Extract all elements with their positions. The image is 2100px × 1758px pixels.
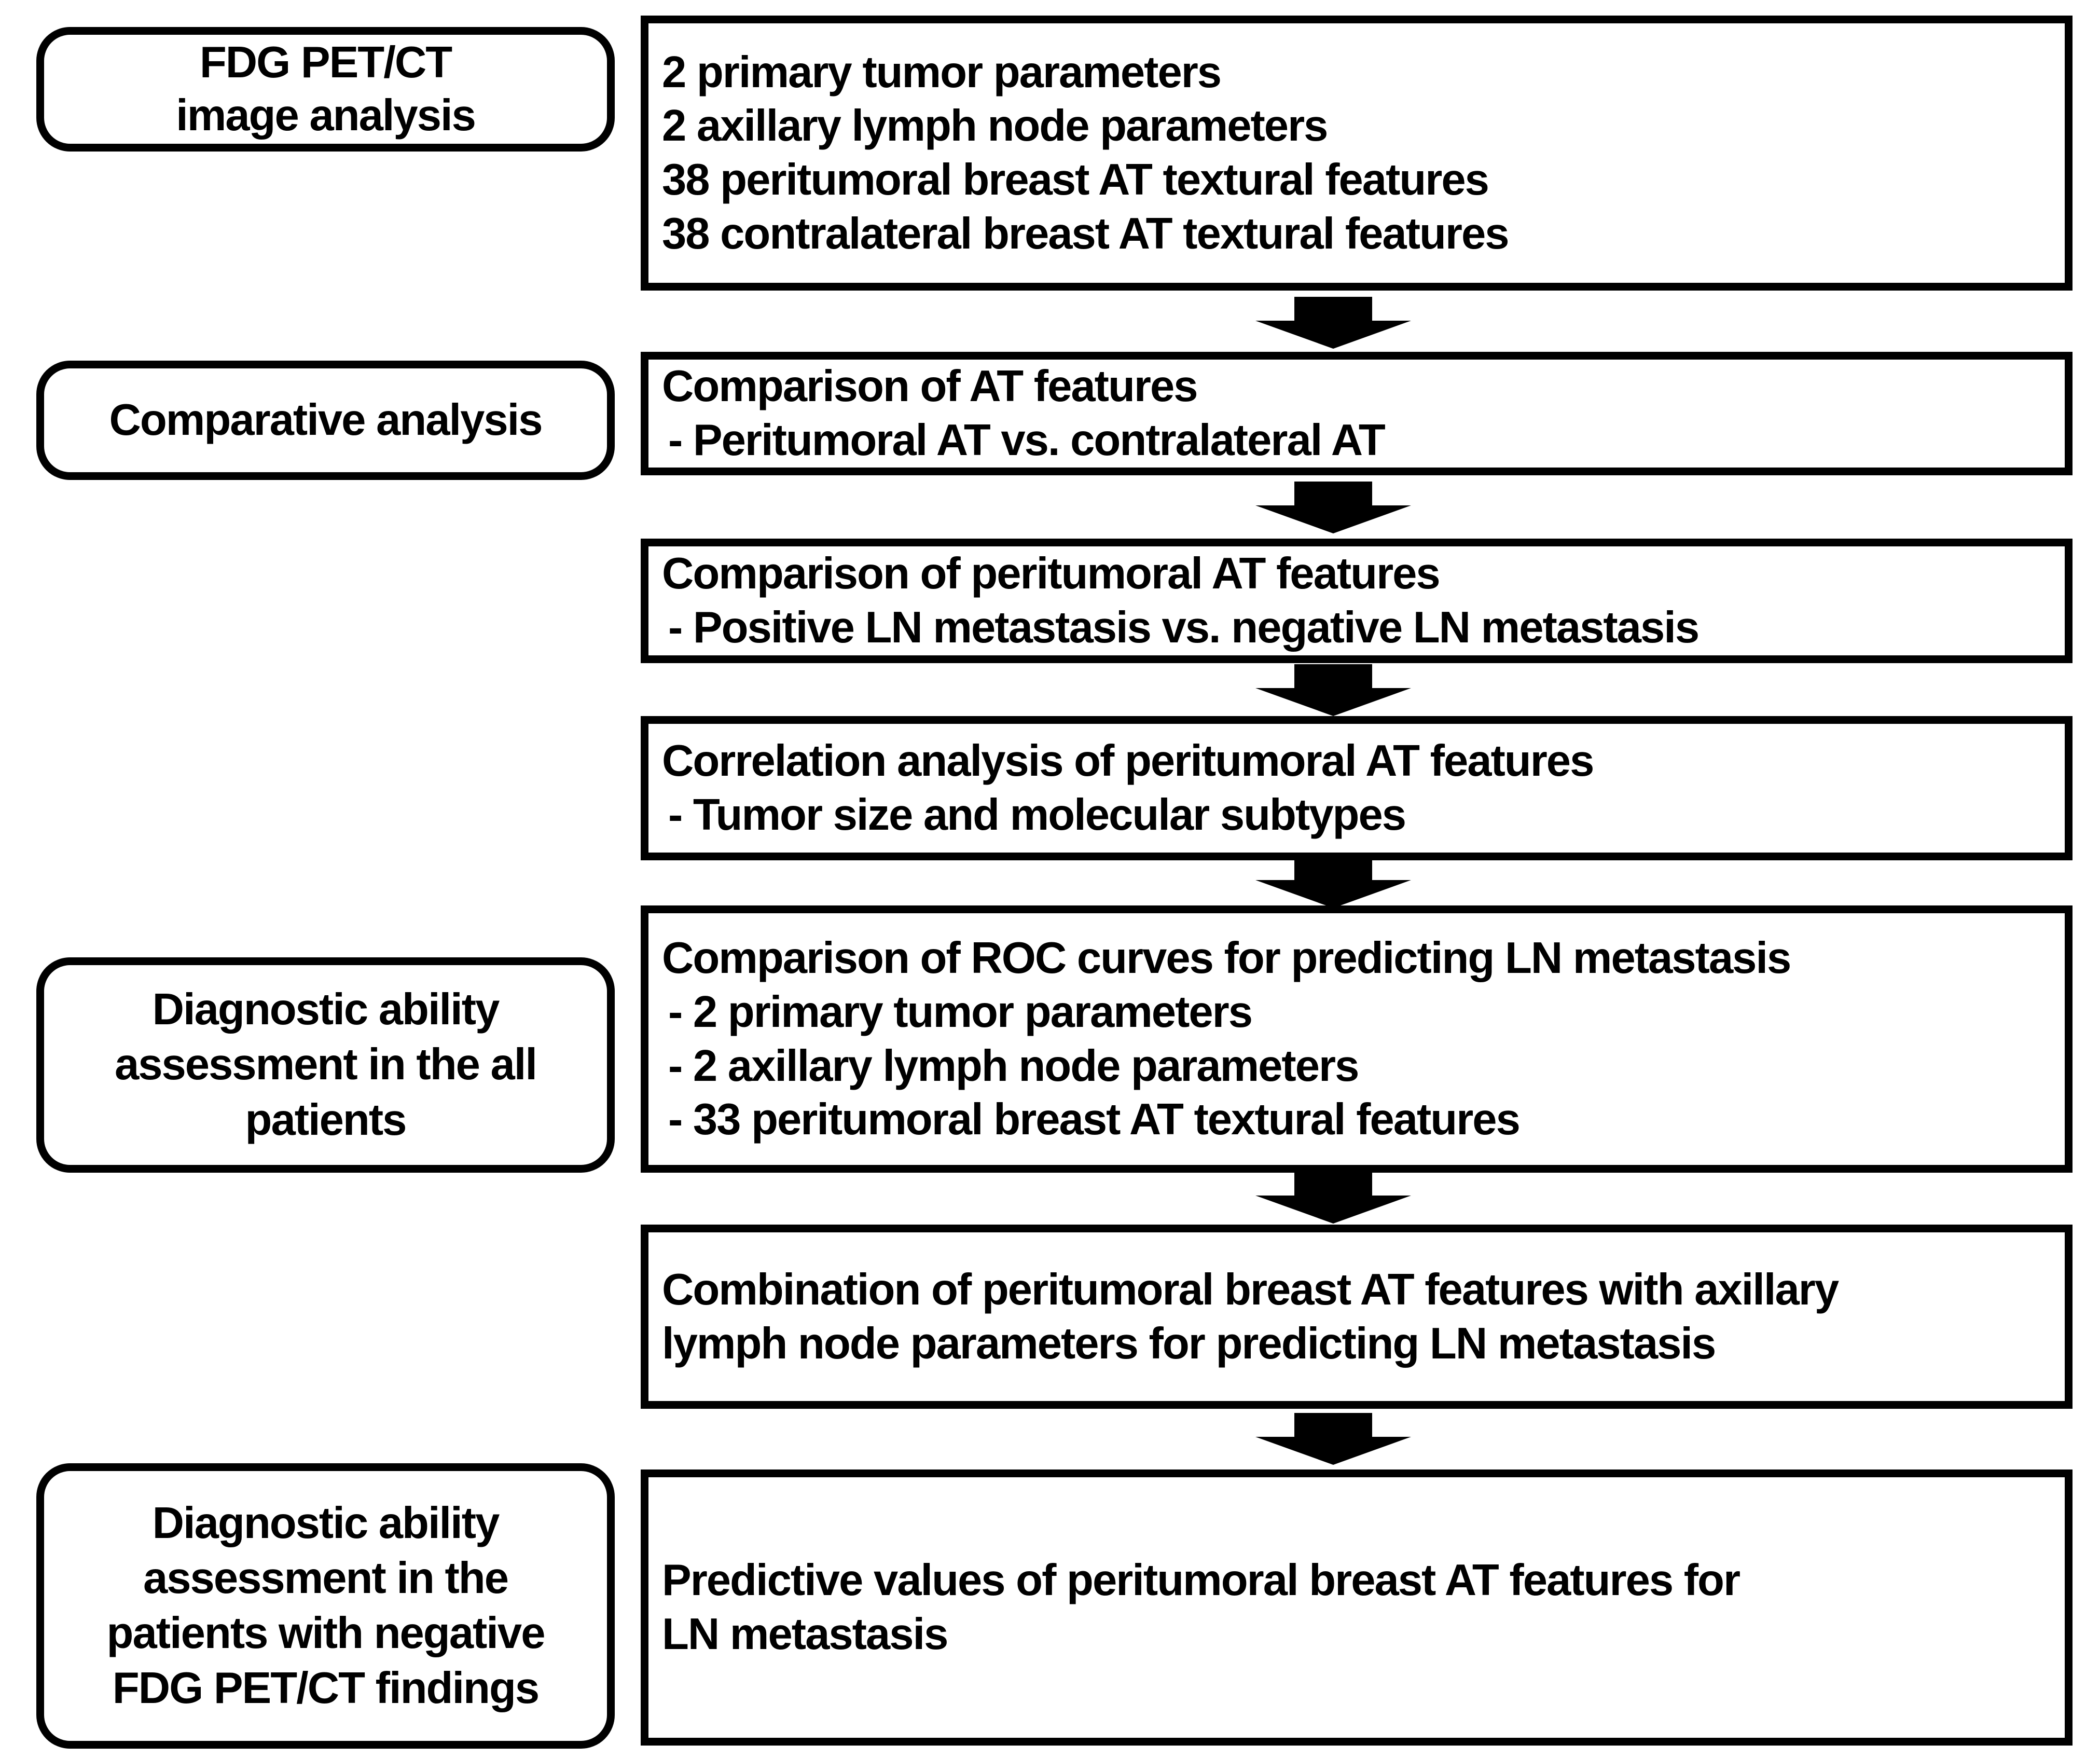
stage-text-line: FDG PET/CT findings [112, 1664, 540, 1713]
arrow-stem [1294, 856, 1372, 880]
down-arrow-6 [1255, 1413, 1411, 1465]
arrow-stem [1294, 1172, 1372, 1196]
stage-text-line: Diagnostic ability [152, 985, 500, 1035]
step-text-line: Correlation analysis of peritumoral AT f… [662, 736, 1594, 786]
step-box-image-analysis-output: 2 primary tumor parameters 2 axillary ly… [641, 16, 2073, 291]
arrow-stem [1294, 482, 1372, 505]
stage-text-line: patients with negative [106, 1609, 546, 1658]
step-box-comparison-at-features: Comparison of AT features - Peritumoral … [641, 352, 2073, 475]
stage-box-comparative-analysis: Comparative analysis [36, 361, 615, 480]
step-text-line: - 2 axillary lymph node parameters [668, 1041, 1359, 1091]
step-text-line: Comparison of AT features [662, 362, 1198, 411]
step-text-line: - Peritumoral AT vs. contralateral AT [668, 416, 1386, 465]
arrow-head [1255, 1437, 1411, 1465]
step-text-line: Combination of peritumoral breast AT fea… [662, 1265, 1839, 1314]
down-arrow-5 [1255, 1172, 1411, 1224]
step-text-line: lymph node parameters for predicting LN … [662, 1318, 1716, 1368]
step-text-line: - Positive LN metastasis vs. negative LN… [668, 603, 1700, 652]
stage-text-line: image analysis [176, 91, 476, 140]
arrow-head [1255, 1196, 1411, 1224]
step-text-line: Predictive values of peritumoral breast … [662, 1556, 1740, 1605]
step-box-comparison-peritumoral-at-features: Comparison of peritumoral AT features - … [641, 539, 2073, 663]
step-text-line: Comparison of peritumoral AT features [662, 549, 1441, 599]
step-box-roc-curve-comparison: Comparison of ROC curves for predicting … [641, 905, 2073, 1173]
step-text-line: 2 axillary lymph node parameters [662, 101, 1328, 151]
step-text-line: - 2 primary tumor parameters [668, 987, 1253, 1037]
down-arrow-4 [1255, 856, 1411, 908]
stage-text-line: FDG PET/CT [199, 38, 452, 87]
stage-text-line: Comparative analysis [109, 395, 543, 445]
stage-box-diagnostic-ability-negative-findings: Diagnostic ability assessment in the pat… [36, 1463, 615, 1749]
down-arrow-1 [1255, 297, 1411, 349]
stage-text-line: Diagnostic ability [152, 1498, 500, 1548]
down-arrow-2 [1255, 482, 1411, 533]
step-box-predictive-values: Predictive values of peritumoral breast … [641, 1469, 2073, 1746]
arrow-stem [1294, 664, 1372, 688]
arrow-stem [1294, 1413, 1372, 1437]
arrow-head [1255, 880, 1411, 908]
stage-box-diagnostic-ability-all-patients: Diagnostic ability assessment in the all… [36, 957, 615, 1173]
arrow-stem [1294, 297, 1372, 321]
step-text-line: 38 contralateral breast AT textural feat… [662, 209, 1510, 258]
arrow-head [1255, 505, 1411, 533]
step-box-correlation-analysis: Correlation analysis of peritumoral AT f… [641, 716, 2073, 860]
stage-text-line: patients [245, 1095, 407, 1145]
arrow-head [1255, 688, 1411, 716]
step-text-line: 2 primary tumor parameters [662, 47, 1222, 97]
arrow-head [1255, 321, 1411, 349]
step-text-line: Comparison of ROC curves for predicting … [662, 933, 1791, 983]
step-text-line: LN metastasis [662, 1610, 948, 1659]
step-text-line: - 33 peritumoral breast AT textural feat… [668, 1095, 1521, 1145]
stage-text-line: assessment in the [143, 1553, 509, 1603]
stage-box-fdg-petct-image-analysis: FDG PET/CT image analysis [36, 27, 615, 152]
step-text-line: 38 peritumoral breast AT textural featur… [662, 155, 1489, 204]
step-box-combination-features: Combination of peritumoral breast AT fea… [641, 1225, 2073, 1409]
down-arrow-3 [1255, 664, 1411, 716]
stage-text-line: assessment in the all [114, 1040, 537, 1090]
step-text-line: - Tumor size and molecular subtypes [668, 790, 1406, 840]
